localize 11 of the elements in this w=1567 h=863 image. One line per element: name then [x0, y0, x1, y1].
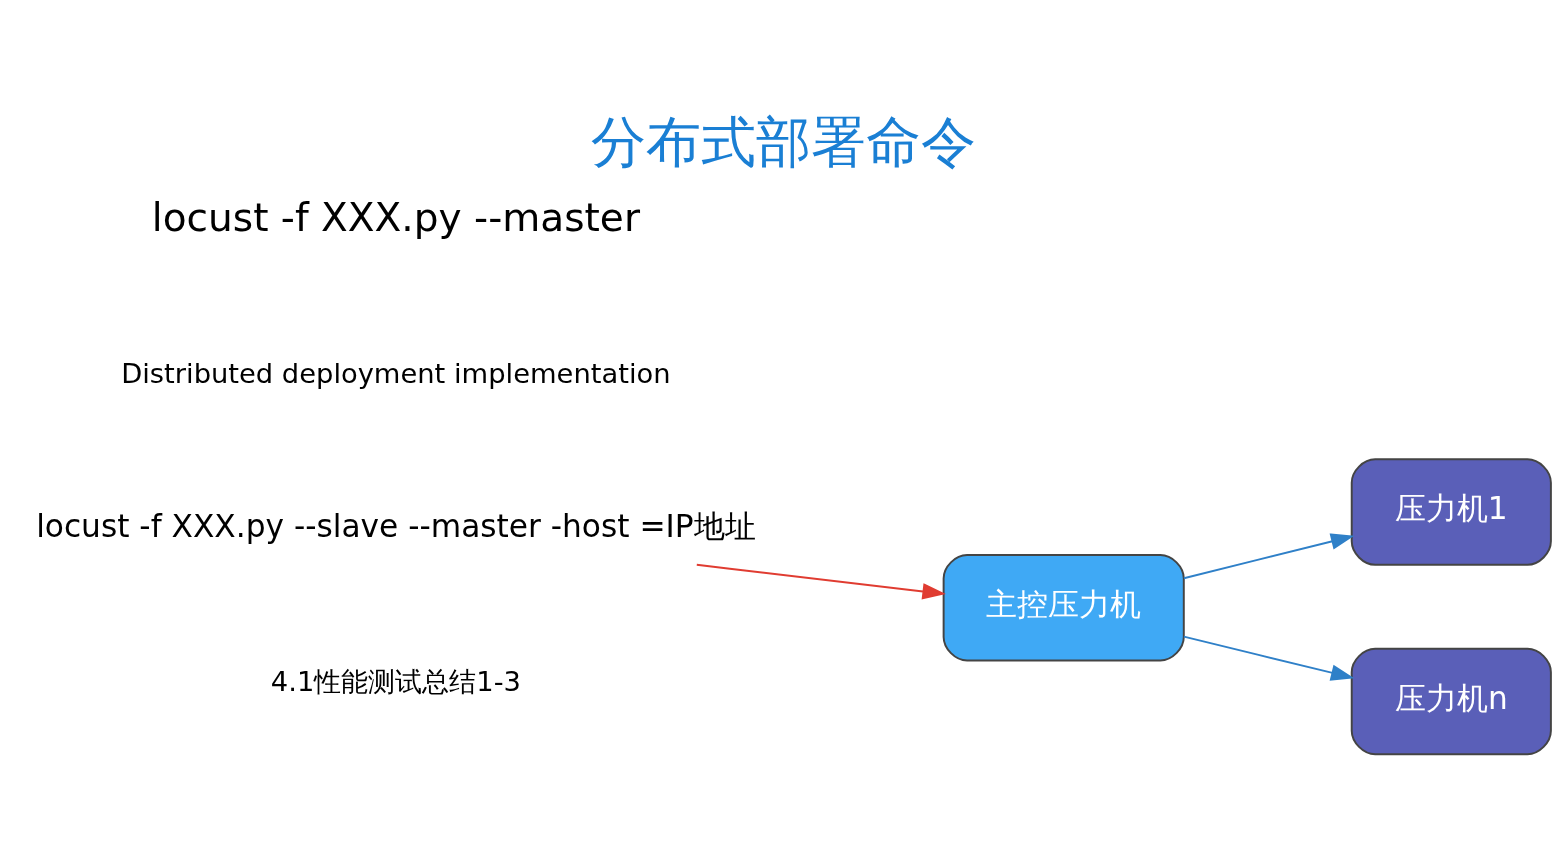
node-text: locust -f XXX.py --slave --master -host =IP地址: [36, 507, 756, 544]
node-box: 压力机1: [1350, 457, 1552, 566]
arrow: [695, 563, 946, 600]
label: Distributed deployment implementation: [121, 357, 671, 389]
node-box: 压力机n: [1350, 647, 1552, 755]
label: locust -f XXX.py --master: [151, 194, 640, 240]
arrow: [1182, 635, 1355, 681]
node-box: 主控压力机: [942, 553, 1185, 661]
arrow: [1182, 532, 1355, 579]
label: 4.1性能测试总结1-3: [270, 665, 521, 697]
diagram-title: 分布式部署命令: [591, 109, 976, 174]
